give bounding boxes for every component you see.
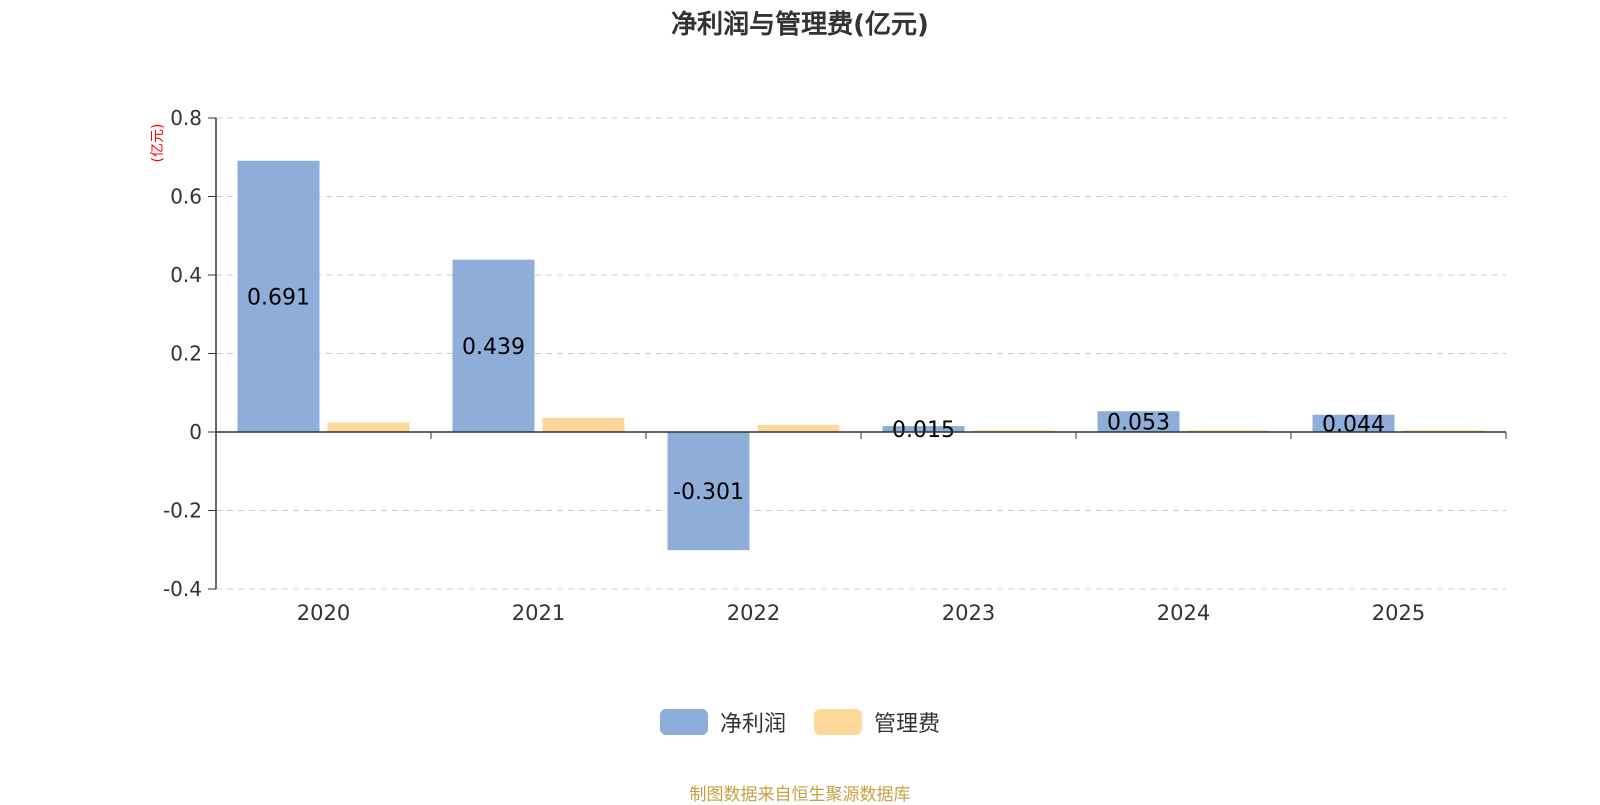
bar-net-profit (1312, 414, 1395, 432)
y-tick-label: 0.8 (170, 106, 202, 130)
bar-net-profit (1097, 411, 1180, 432)
legend-item-admin-expense[interactable]: 管理费 (814, 706, 940, 738)
legend-swatch-admin-expense (814, 709, 862, 735)
x-tick-label: 2021 (512, 601, 565, 625)
y-tick-label: -0.4 (163, 577, 202, 601)
bar-admin-expense (1402, 430, 1485, 432)
legend-item-net-profit[interactable]: 净利润 (659, 706, 786, 738)
bar-net-profit (452, 259, 535, 432)
legend-swatch-net-profit (659, 709, 708, 735)
y-tick-label: 0.4 (170, 263, 202, 287)
bar-net-profit (667, 432, 750, 551)
source-note: 制图数据来自恒生聚源数据库 (689, 785, 911, 805)
data-label: -0.301 (673, 480, 744, 505)
data-label: 0.691 (247, 285, 310, 310)
bar-admin-expense (972, 430, 1055, 432)
x-tick-label: 2024 (1157, 601, 1210, 625)
bar-admin-expense (1187, 430, 1270, 432)
y-tick-label: 0.6 (170, 185, 202, 209)
bar-net-profit (882, 426, 965, 432)
legend-label-net-profit: 净利润 (719, 712, 786, 737)
data-label: 0.439 (462, 335, 525, 360)
x-tick-label: 2025 (1372, 601, 1425, 625)
y-tick-label: 0 (189, 420, 202, 444)
y-tick-label: -0.2 (163, 499, 202, 523)
legend: 净利润 管理费 (0, 706, 1600, 738)
data-label: 0.015 (892, 418, 955, 443)
data-label: 0.044 (1322, 412, 1385, 437)
legend-label-admin-expense: 管理费 (874, 712, 941, 737)
x-tick-label: 2023 (942, 601, 995, 625)
y-axis-unit-label: (亿元) (150, 124, 166, 163)
x-tick-label: 2020 (297, 601, 350, 625)
bar-admin-expense (542, 417, 625, 432)
x-tick-label: 2022 (727, 601, 780, 625)
y-tick-label: 0.2 (170, 342, 202, 366)
chart-title: 净利润与管理费(亿元) (671, 10, 929, 40)
bar-net-profit (237, 160, 320, 432)
bar-admin-expense (327, 422, 410, 432)
bar-admin-expense (757, 424, 840, 432)
